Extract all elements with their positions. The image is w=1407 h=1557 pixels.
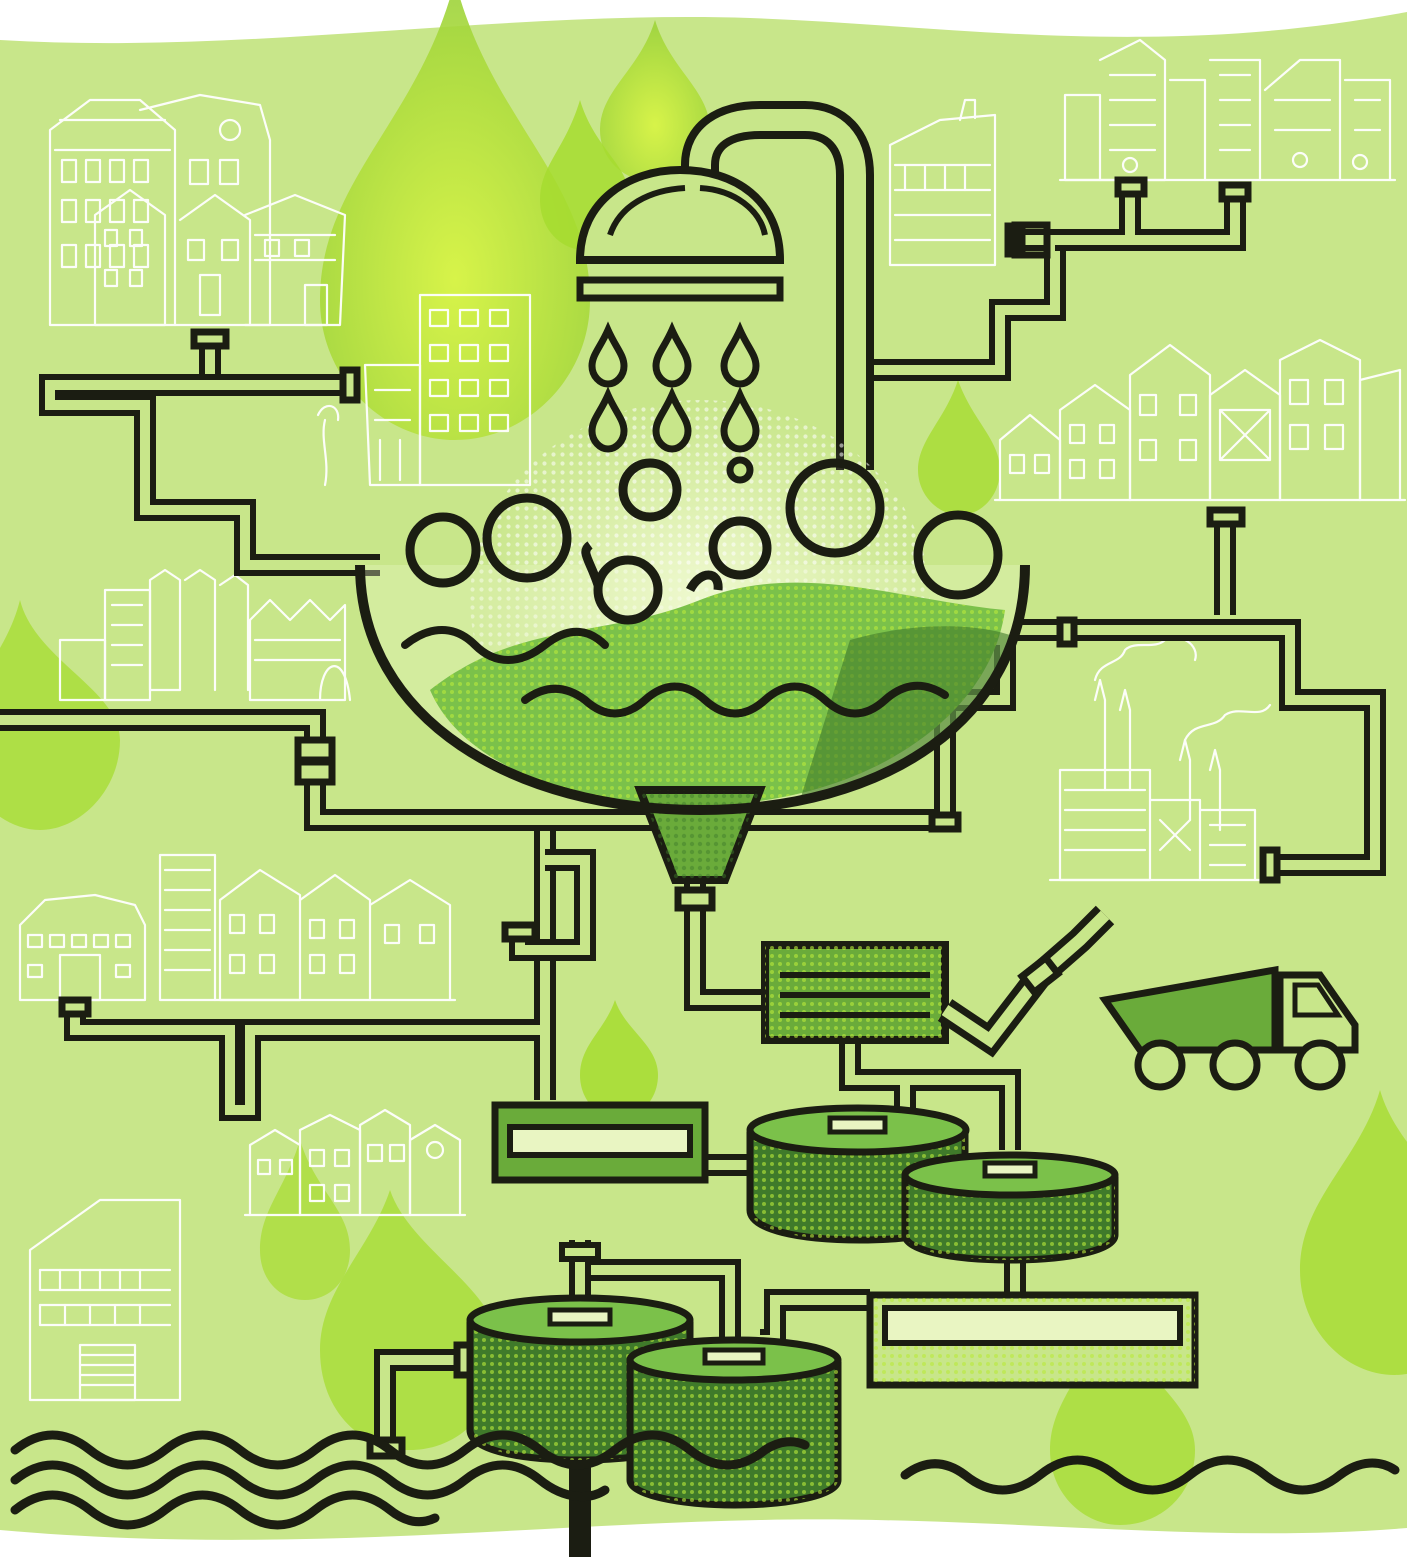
settling-basin <box>870 1295 1195 1385</box>
settling-tank-icon <box>905 1155 1115 1260</box>
shower-head-icon <box>580 170 780 298</box>
settling-tank-icon <box>630 1340 838 1505</box>
settling-basin <box>495 1105 705 1180</box>
bubble-icon <box>730 460 750 480</box>
